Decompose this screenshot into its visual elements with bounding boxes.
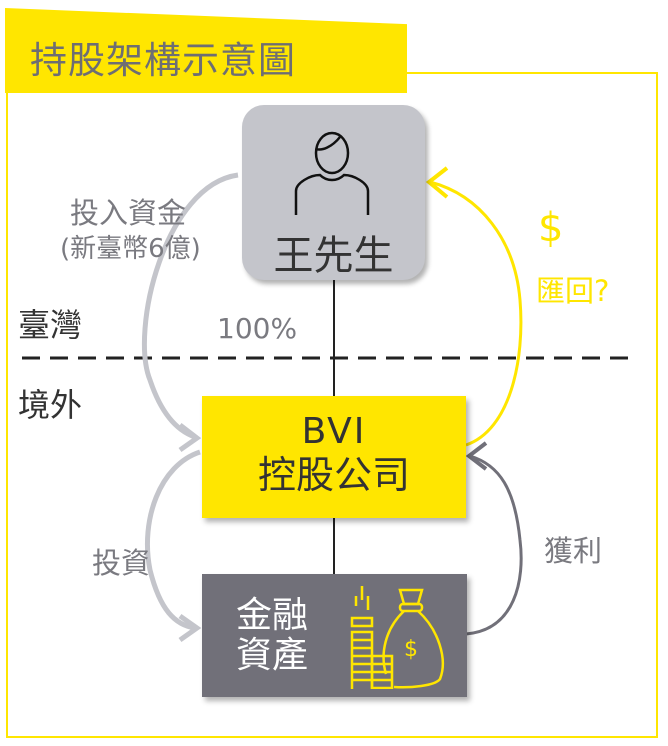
profit-label: 獲利 [544, 534, 603, 568]
bvi-label: BVI [301, 411, 367, 452]
profit-arrow [465, 454, 523, 636]
profit-arrowhead [465, 441, 488, 471]
diagram-title: 持股架構示意圖 [30, 39, 296, 82]
invest-label: 投資 [92, 546, 151, 580]
invest-arrowhead [178, 613, 202, 643]
person-box: 王先生 [242, 105, 425, 280]
invest-capital-label: 投入資金 [70, 196, 187, 230]
invest-capital-arrowhead [178, 423, 202, 453]
person-name: 王先生 [273, 233, 394, 279]
bvi-holding-company-box: BVI 控股公司 [202, 396, 466, 518]
region-taiwan: 臺灣 [18, 306, 83, 344]
invest-amount-label: (新臺幣6億) [60, 234, 201, 264]
region-offshore: 境外 [18, 386, 83, 424]
financial-assets-box: 金融資產 $ [202, 574, 467, 697]
holding-company-label: 控股公司 [257, 453, 410, 497]
person-icon [294, 131, 370, 215]
remit-arrow [429, 180, 523, 447]
ownership-percent: 100% [217, 312, 298, 345]
svg-text:$: $ [404, 637, 418, 662]
financial-assets-label: 金融資產 [236, 595, 309, 676]
title-banner [5, 8, 407, 93]
invest-capital-arrow [141, 172, 239, 440]
remit-arrowhead [425, 166, 449, 199]
remit-label: 匯回? [536, 274, 610, 308]
money-bag-coins-icon: $ [350, 586, 445, 689]
invest-arrow [144, 449, 201, 631]
dollar-sign: $ [538, 205, 564, 251]
